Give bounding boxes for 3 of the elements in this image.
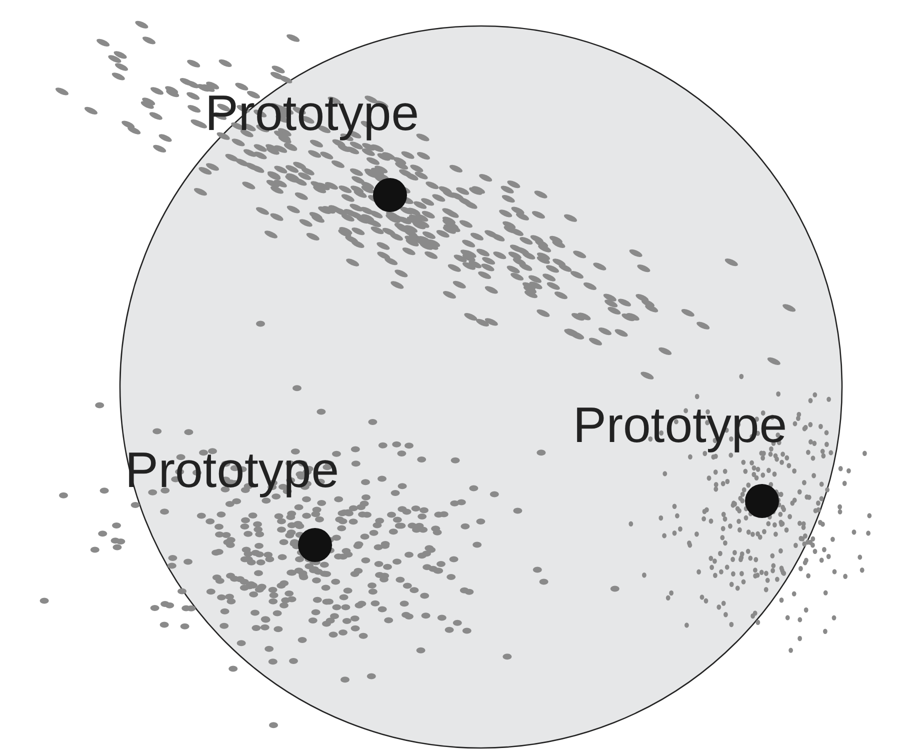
prototype-label: Prototype [573, 400, 788, 450]
prototype-label: Prototype [205, 88, 420, 138]
prototype-label: Prototype [125, 445, 340, 495]
